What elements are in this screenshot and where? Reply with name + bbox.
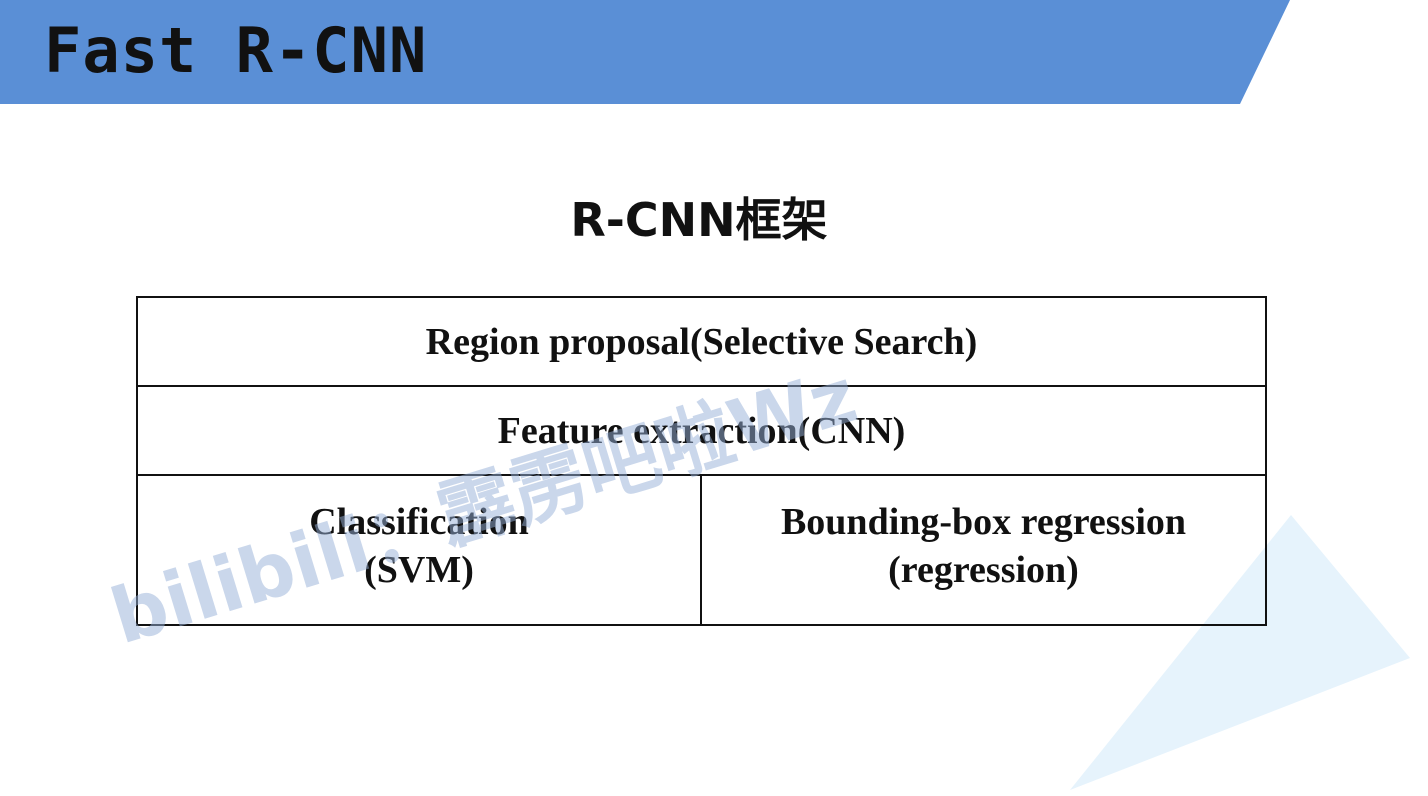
classification-cell: Classification (SVM) <box>138 476 702 624</box>
feature-extraction-label: Feature extraction(CNN) <box>497 409 906 452</box>
bbox-regression-cell: Bounding-box regression (regression) <box>702 476 1265 624</box>
feature-extraction-row: Feature extraction(CNN) <box>138 387 1265 476</box>
classification-method: (SVM) <box>364 549 474 591</box>
bbox-regression-method: (regression) <box>888 549 1079 591</box>
section-title: R-CNN框架 <box>570 193 828 247</box>
output-row: Classification (SVM) Bounding-box regres… <box>138 476 1265 624</box>
region-proposal-label: Region proposal(Selective Search) <box>425 320 978 363</box>
header-band <box>0 0 1290 104</box>
rcnn-framework-table: Region proposal(Selective Search) Featur… <box>136 296 1267 626</box>
bbox-regression-label: Bounding-box regression <box>780 501 1187 543</box>
region-proposal-row: Region proposal(Selective Search) <box>138 298 1265 387</box>
classification-label: Classification <box>309 501 529 543</box>
slide-header-title: Fast R-CNN <box>44 14 428 87</box>
